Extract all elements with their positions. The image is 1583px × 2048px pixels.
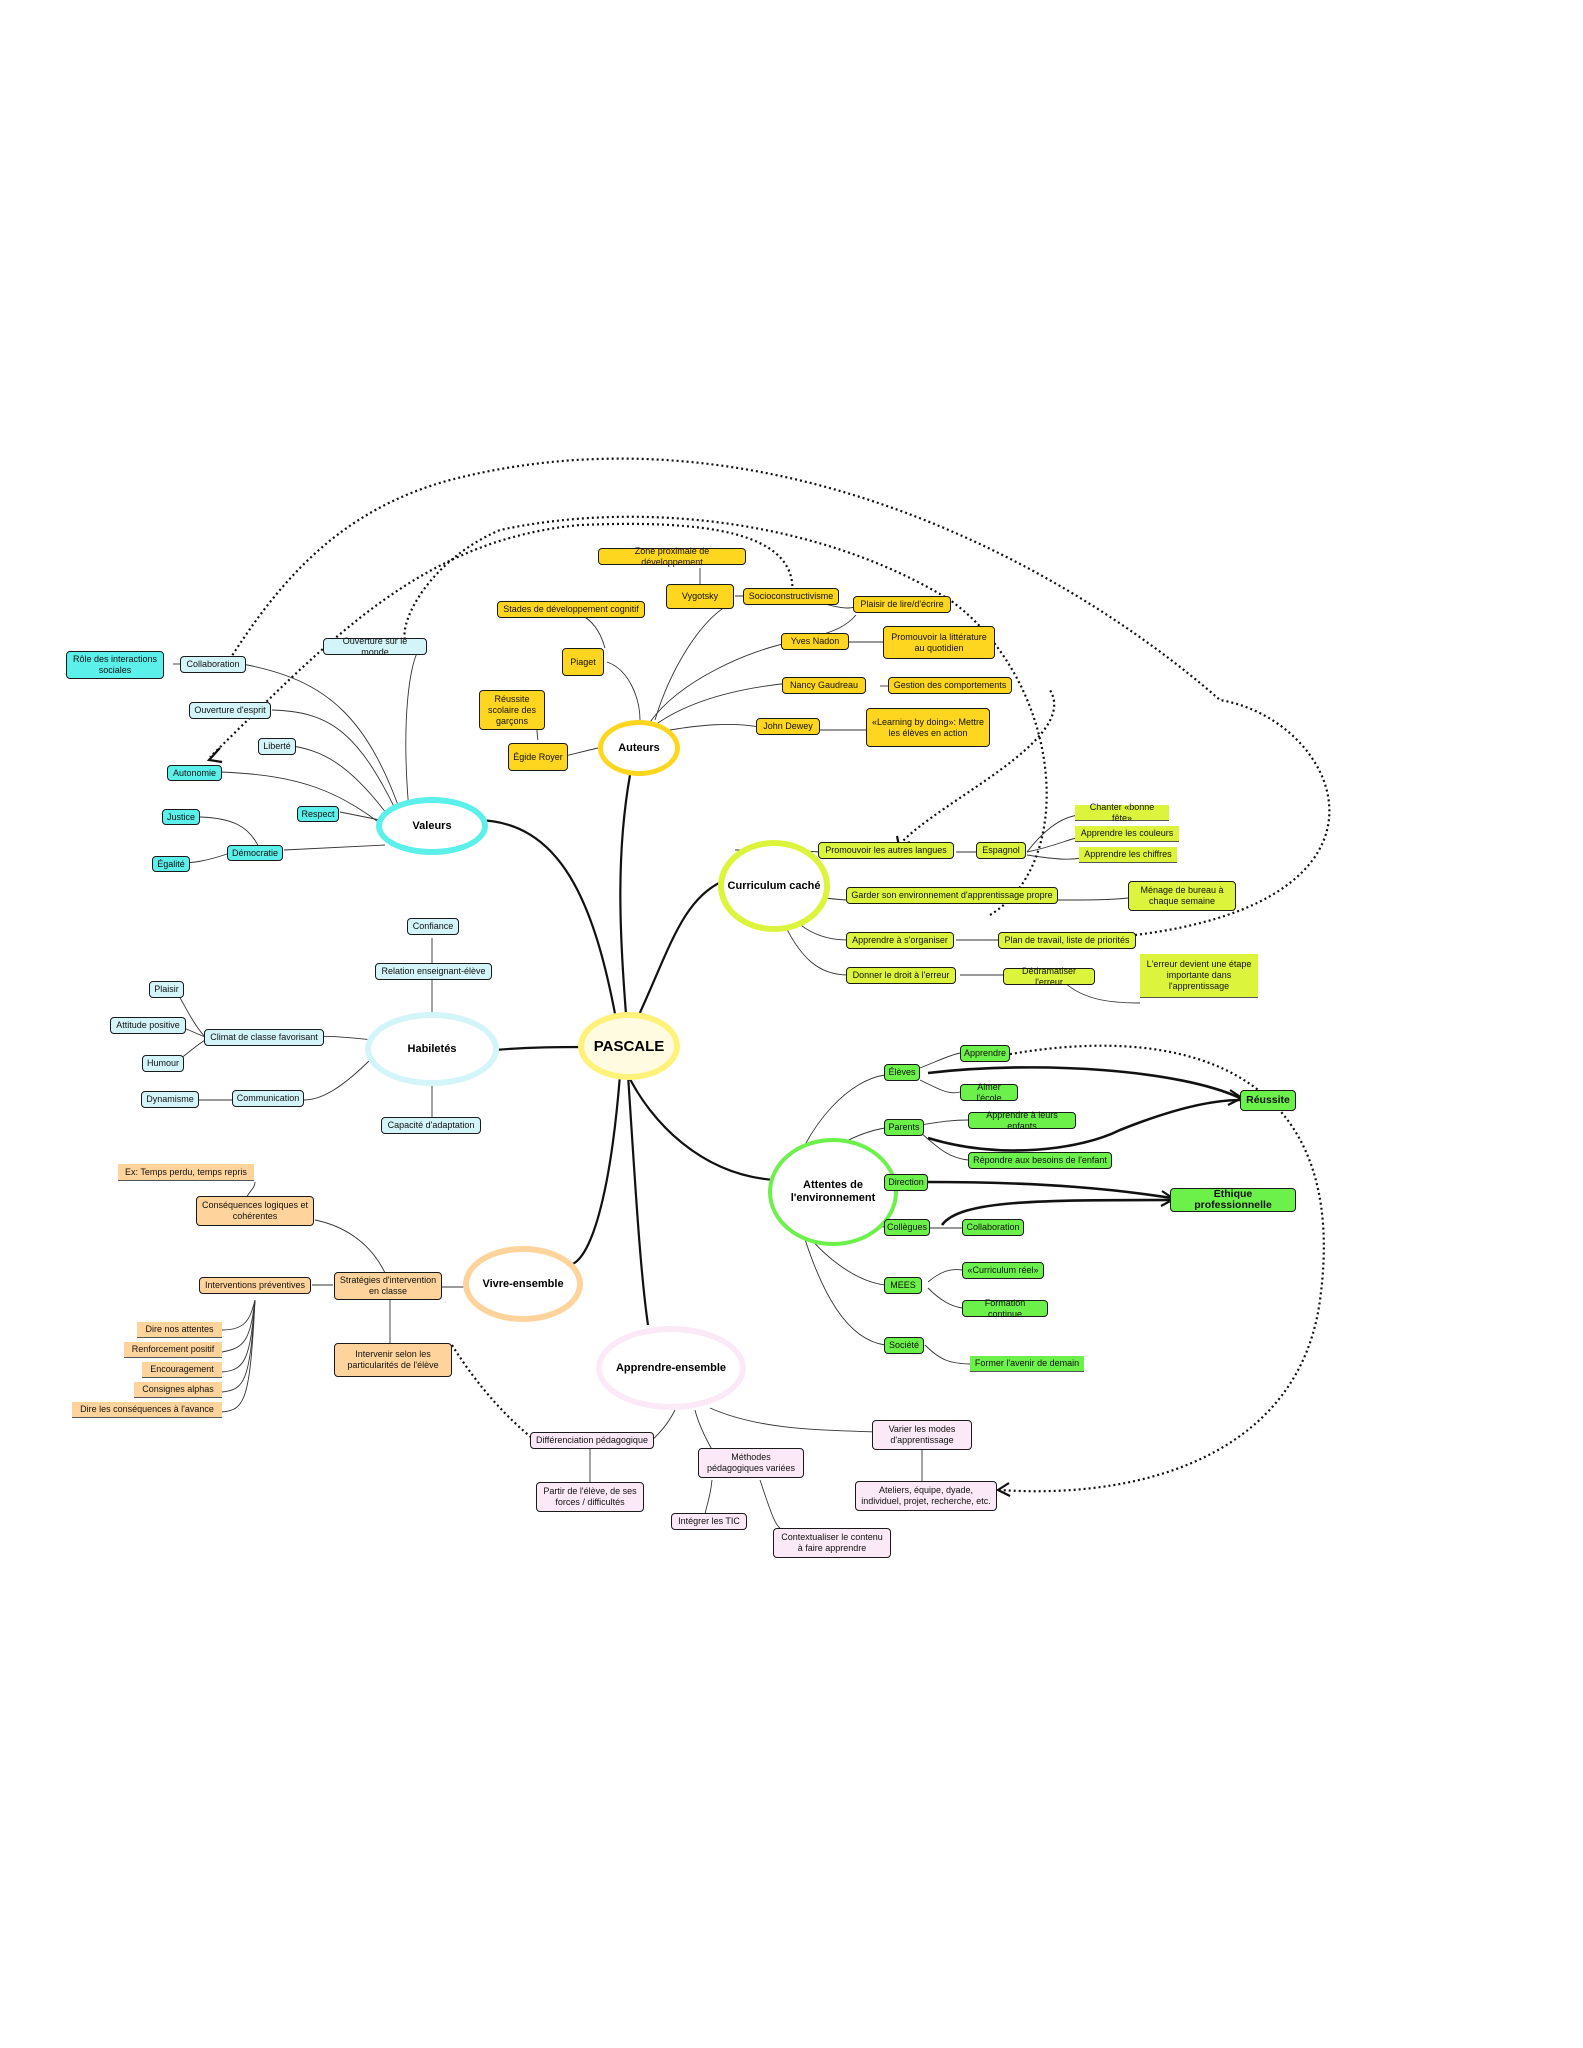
node-ex-temps[interactable]: Ex: Temps perdu, temps repris xyxy=(118,1164,254,1181)
node-liberte[interactable]: Liberté xyxy=(258,738,296,755)
node-apprendre-enfants[interactable]: Apprendre à leurs enfants xyxy=(968,1110,1076,1131)
node-aimer-ecole[interactable]: Aimer l'école xyxy=(960,1082,1018,1103)
node-justice[interactable]: Justice xyxy=(162,809,200,825)
node-autonomie[interactable]: Autonomie xyxy=(167,765,222,781)
node-couleurs[interactable]: Apprendre les couleurs xyxy=(1075,826,1179,842)
node-eleves[interactable]: Élèves xyxy=(884,1064,920,1081)
node-dynamisme[interactable]: Dynamisme xyxy=(141,1091,199,1108)
node-egalite[interactable]: Égalité xyxy=(152,856,190,872)
node-mees[interactable]: MEES xyxy=(884,1277,922,1294)
node-vygotsky[interactable]: Vygotsky xyxy=(666,584,734,609)
node-plaisir-lire[interactable]: Plaisir de lire/d'écrire xyxy=(853,596,951,613)
node-societe[interactable]: Société xyxy=(884,1337,924,1354)
node-collaboration-attentes[interactable]: Collaboration xyxy=(962,1219,1024,1236)
center-node-pascale[interactable]: PASCALE xyxy=(578,1012,680,1080)
node-john-dewey[interactable]: John Dewey xyxy=(756,718,820,735)
node-plan-travail[interactable]: Plan de travail, liste de priorités xyxy=(998,932,1136,949)
node-sorganiser[interactable]: Apprendre à s'organiser xyxy=(846,932,954,949)
node-intervenir[interactable]: Intervenir selon les particularités de l… xyxy=(334,1343,452,1377)
node-consignes[interactable]: Consignes alphas xyxy=(134,1382,222,1398)
node-droit-erreur[interactable]: Donner le droit à l'erreur xyxy=(846,967,956,984)
node-parents[interactable]: Parents xyxy=(884,1119,924,1136)
outcome-arrows xyxy=(927,1066,1241,1226)
node-contextualiser[interactable]: Contextualiser le contenu à faire appren… xyxy=(773,1528,891,1558)
node-collegues[interactable]: Collègues xyxy=(884,1219,930,1236)
node-repondre-besoins[interactable]: Répondre aux besoins de l'enfant xyxy=(968,1152,1112,1169)
node-dedramatiser[interactable]: Dédramatiser l'erreur xyxy=(1003,966,1095,987)
node-former-avenir[interactable]: Former l'avenir de demain xyxy=(970,1356,1084,1372)
node-consequences[interactable]: Conséquences logiques et cohérentes xyxy=(196,1196,314,1226)
node-direction[interactable]: Direction xyxy=(884,1174,928,1191)
main-branch-lines xyxy=(474,774,776,1326)
node-etape-importante[interactable]: L'erreur devient une étape importante da… xyxy=(1140,954,1258,998)
node-reussite-garcons[interactable]: Réussite scolaire des garçons xyxy=(479,690,545,730)
node-yves-nadon[interactable]: Yves Nadon xyxy=(781,633,849,650)
hub-valeurs[interactable]: Valeurs xyxy=(376,797,488,855)
node-reussite[interactable]: Réussite xyxy=(1240,1090,1296,1111)
node-ouverture-esprit[interactable]: Ouverture d'esprit xyxy=(189,702,271,719)
hub-auteurs[interactable]: Auteurs xyxy=(598,720,680,776)
node-partir-eleve[interactable]: Partir de l'élève, de ses forces / diffi… xyxy=(536,1482,644,1512)
node-collaboration[interactable]: Collaboration xyxy=(180,656,246,673)
node-ouverture-monde[interactable]: Ouverture sur le monde xyxy=(323,636,427,657)
node-respect[interactable]: Respect xyxy=(297,806,339,822)
node-promouvoir-litterature[interactable]: Promouvoir la littérature au quotidien xyxy=(883,626,995,659)
node-chiffres[interactable]: Apprendre les chiffres xyxy=(1079,847,1177,863)
node-humour[interactable]: Humour xyxy=(142,1055,184,1072)
hub-attentes[interactable]: Attentes de l'environnement xyxy=(768,1138,898,1246)
node-attitude[interactable]: Attitude positive xyxy=(110,1017,186,1034)
node-encouragement[interactable]: Encouragement xyxy=(142,1362,222,1378)
node-stades[interactable]: Stades de développement cognitif xyxy=(497,601,645,618)
node-learning-by-doing[interactable]: «Learning by doing»: Mettre les élèves e… xyxy=(866,708,990,747)
node-curriculum-reel[interactable]: «Curriculum réel» xyxy=(962,1262,1044,1279)
node-dire-consequences[interactable]: Dire les conséquences à l'avance xyxy=(72,1402,222,1418)
node-egide-royer[interactable]: Égide Royer xyxy=(508,743,568,771)
hub-curriculum-cache[interactable]: Curriculum caché xyxy=(718,840,830,932)
node-zone-proximale[interactable]: Zone proximale de développement xyxy=(598,546,746,567)
node-role-interactions[interactable]: Rôle des interactions sociales xyxy=(66,651,164,679)
node-apprendre[interactable]: Apprendre xyxy=(960,1045,1010,1062)
node-chanter[interactable]: Chanter «bonne fête» xyxy=(1075,802,1169,823)
node-espagnol[interactable]: Espagnol xyxy=(976,842,1026,859)
cross-links xyxy=(209,457,1331,1493)
node-garder-environnement[interactable]: Garder son environnement d'apprentissage… xyxy=(846,887,1058,904)
node-piaget[interactable]: Piaget xyxy=(562,648,604,676)
node-plaisir[interactable]: Plaisir xyxy=(149,981,184,998)
node-ethique-professionnelle[interactable]: Éthique professionnelle xyxy=(1170,1188,1296,1212)
node-dire-attentes[interactable]: Dire nos attentes xyxy=(137,1322,222,1338)
node-formation-continue[interactable]: Formation continue xyxy=(962,1298,1048,1319)
hub-habiletes[interactable]: Habiletés xyxy=(365,1012,499,1086)
node-nancy-gaudreau[interactable]: Nancy Gaudreau xyxy=(782,677,866,694)
node-integrer-tic[interactable]: Intégrer les TIC xyxy=(671,1513,747,1530)
node-gestion-comportements[interactable]: Gestion des comportements xyxy=(888,677,1012,694)
node-menage[interactable]: Ménage de bureau à chaque semaine xyxy=(1128,881,1236,911)
node-renforcement[interactable]: Renforcement positif xyxy=(124,1342,222,1358)
node-ateliers[interactable]: Ateliers, équipe, dyade, individuel, pro… xyxy=(855,1481,997,1511)
node-communication[interactable]: Communication xyxy=(232,1090,304,1107)
node-socioconstructivisme[interactable]: Socioconstructivisme xyxy=(743,588,839,605)
node-confiance[interactable]: Confiance xyxy=(407,918,459,935)
node-promouvoir-langues[interactable]: Promouvoir les autres langues xyxy=(818,842,954,859)
hub-vivre-ensemble[interactable]: Vivre-ensemble xyxy=(463,1246,583,1322)
node-democratie[interactable]: Démocratie xyxy=(227,845,283,861)
node-methodes[interactable]: Méthodes pédagogiques variées xyxy=(698,1448,804,1478)
node-adaptation[interactable]: Capacité d'adaptation xyxy=(381,1117,481,1134)
node-strategies[interactable]: Stratégies d'intervention en classe xyxy=(334,1272,442,1300)
hub-apprendre-ensemble[interactable]: Apprendre-ensemble xyxy=(596,1326,746,1410)
node-relation[interactable]: Relation enseignant-élève xyxy=(375,963,492,980)
node-climat[interactable]: Climat de classe favorisant xyxy=(204,1029,324,1046)
node-interventions-preventives[interactable]: Interventions préventives xyxy=(199,1277,311,1294)
node-differenciation[interactable]: Différenciation pédagogique xyxy=(530,1432,654,1449)
node-varier-modes[interactable]: Varier les modes d'apprentissage xyxy=(872,1420,972,1450)
